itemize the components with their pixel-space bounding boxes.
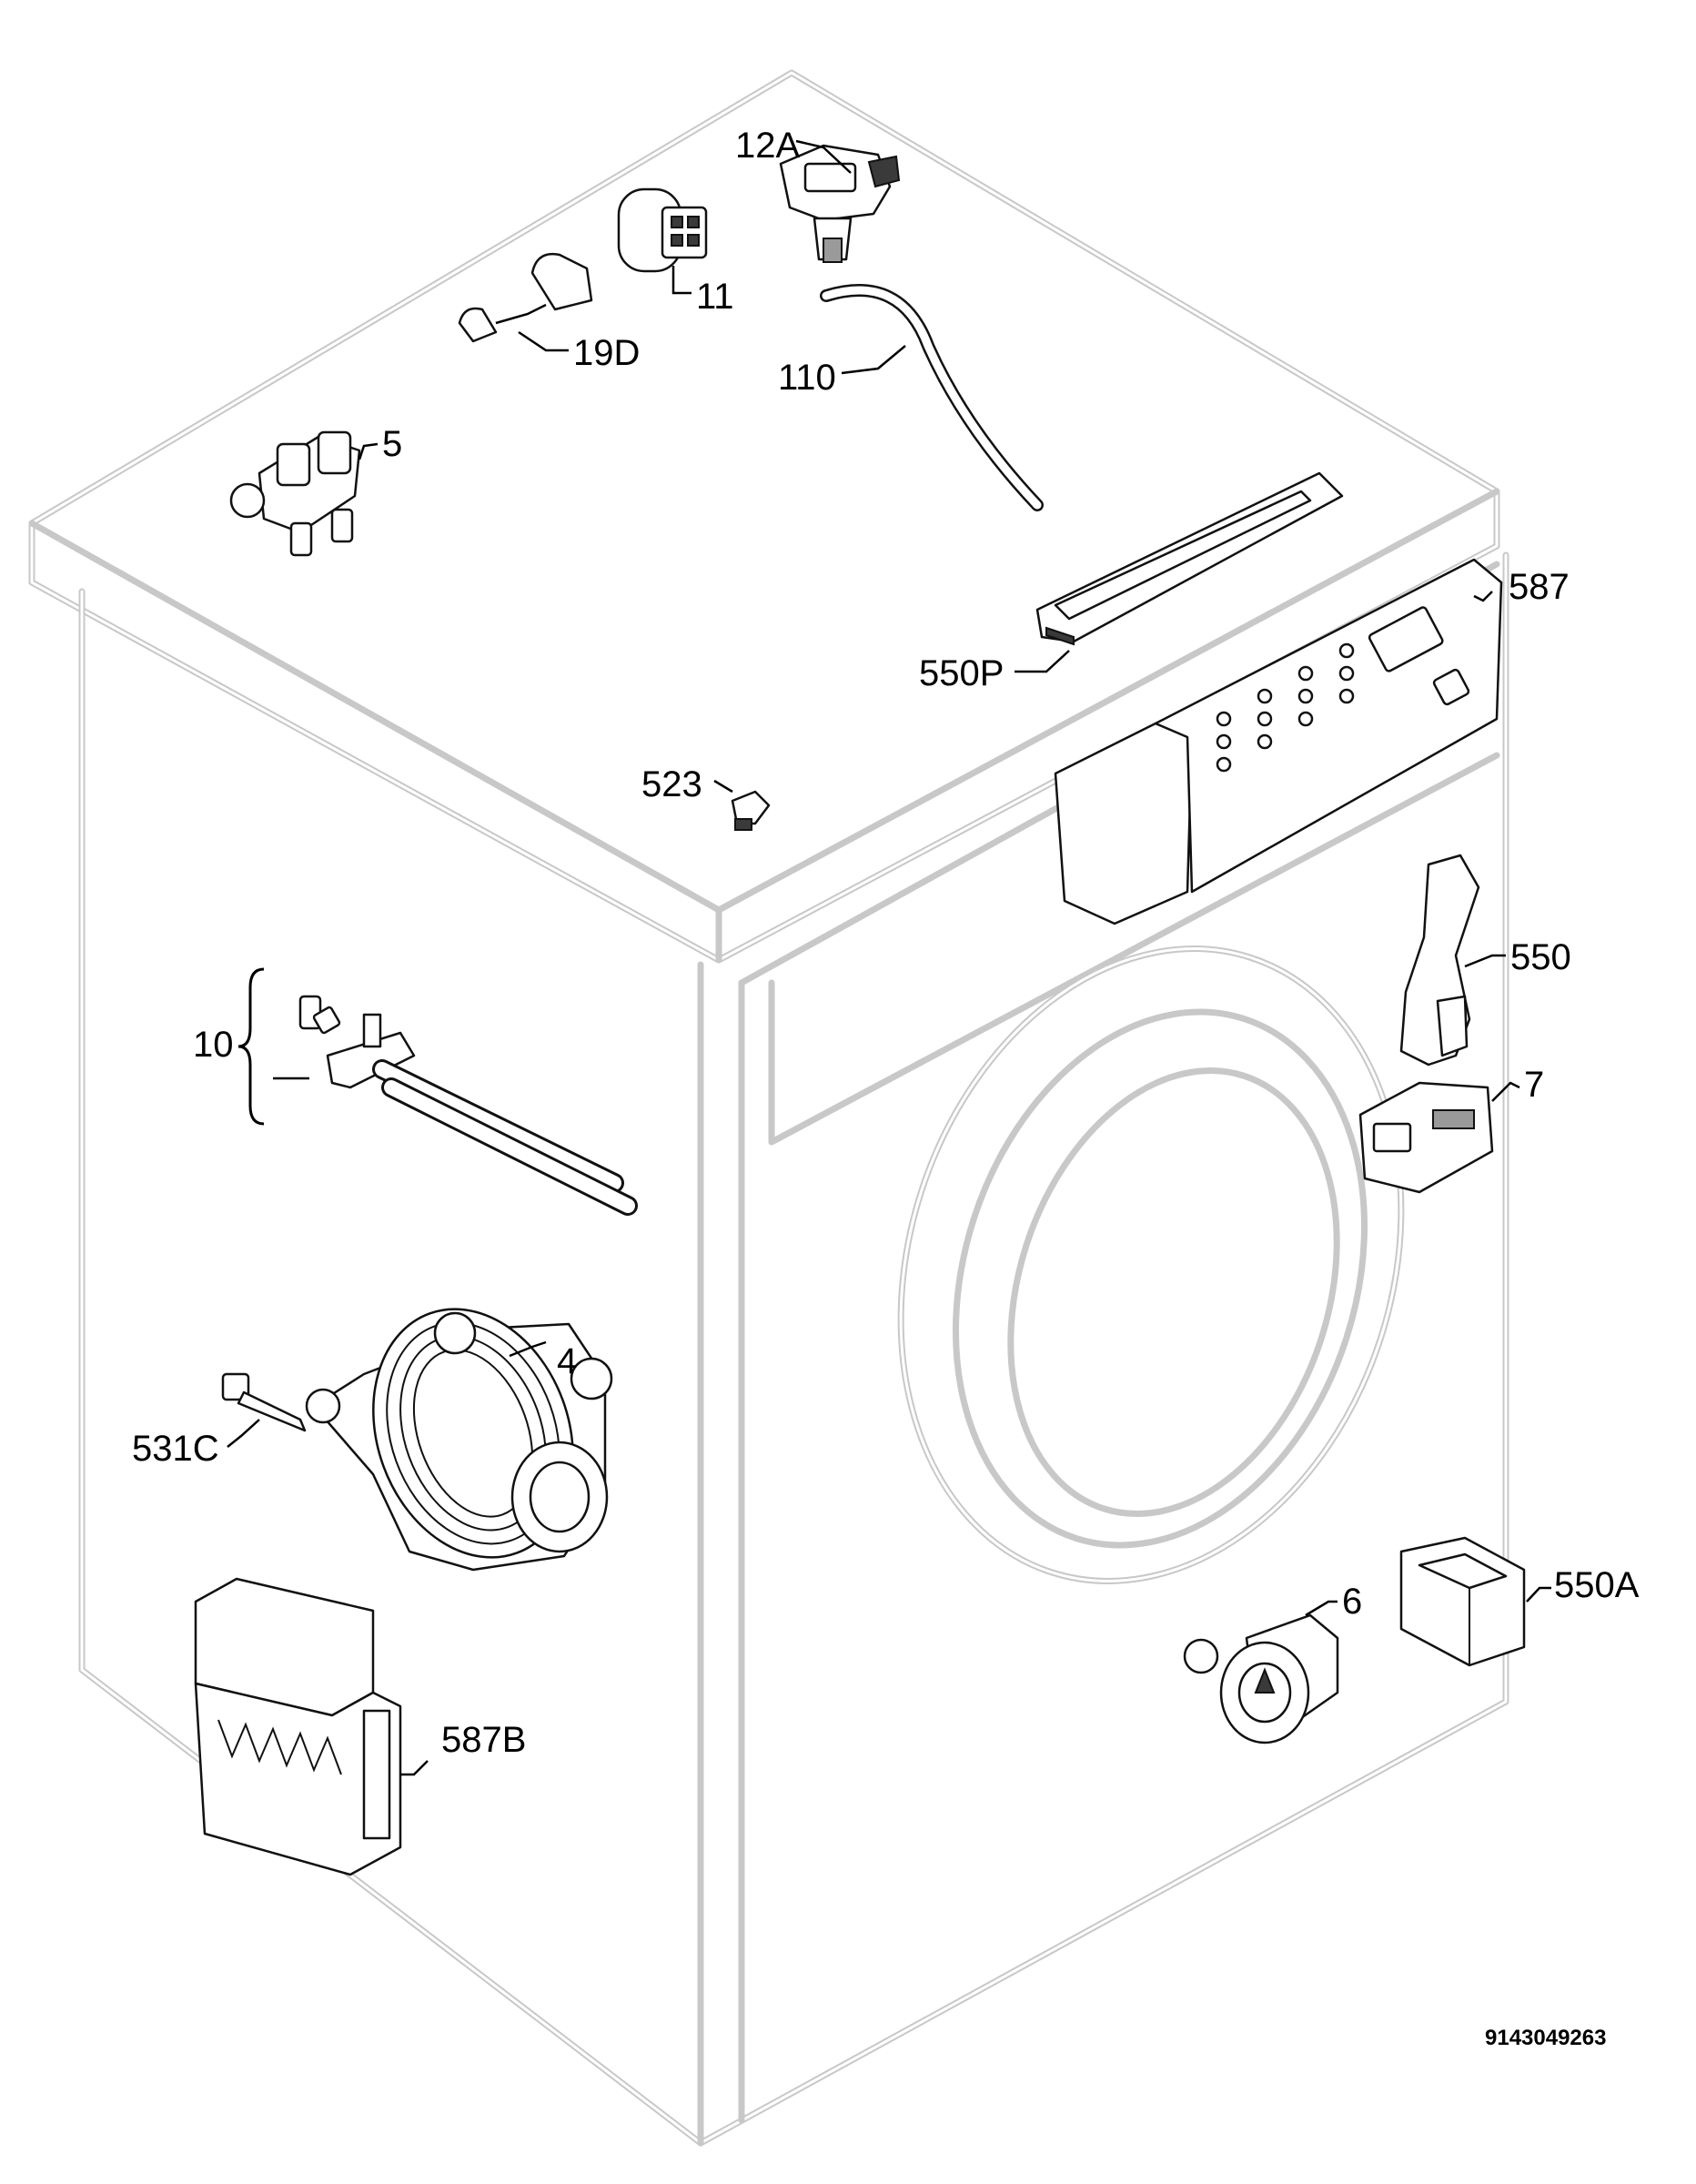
part-550a-cover [1399, 1536, 1551, 1667]
label-110: 110 [778, 358, 836, 398]
label-550p: 550P [919, 653, 1004, 693]
label-10: 10 [193, 1025, 234, 1065]
part-587-electronic-module [1054, 558, 1503, 925]
part-6-drain-pump [1183, 1600, 1339, 1744]
part-531c-screw [221, 1372, 307, 1448]
part-7-door-interlock [1358, 1081, 1520, 1194]
label-11: 11 [696, 277, 734, 317]
part-11-filter [617, 187, 708, 295]
part-523-clip [713, 779, 771, 831]
label-550a: 550A [1554, 1565, 1640, 1605]
part-10-heating-element [237, 967, 638, 1216]
label-12a: 12A [735, 126, 801, 166]
part-110-hose [820, 284, 1044, 511]
part-4-motor [305, 1308, 613, 1572]
label-4: 4 [557, 1341, 578, 1381]
part-12a-pressure-switch [779, 139, 901, 263]
document-number: 9143049263 [1485, 2026, 1607, 2050]
label-531c: 531C [132, 1429, 219, 1469]
label-5: 5 [382, 424, 403, 464]
label-587: 587 [1509, 567, 1570, 607]
label-550: 550 [1510, 937, 1571, 977]
label-6: 6 [1342, 1582, 1363, 1622]
door-ring [897, 945, 1405, 1584]
part-550p-panel-frame [1015, 471, 1344, 673]
part-587b-module-housing [194, 1577, 429, 1876]
part-550-door-handle [1399, 854, 1506, 1067]
part-5-inlet-valve [229, 430, 379, 557]
label-523: 523 [641, 764, 702, 804]
label-19d: 19D [573, 333, 641, 373]
label-7: 7 [1524, 1065, 1545, 1105]
part-19d-suppressor [458, 252, 593, 352]
label-587b: 587B [441, 1720, 527, 1760]
